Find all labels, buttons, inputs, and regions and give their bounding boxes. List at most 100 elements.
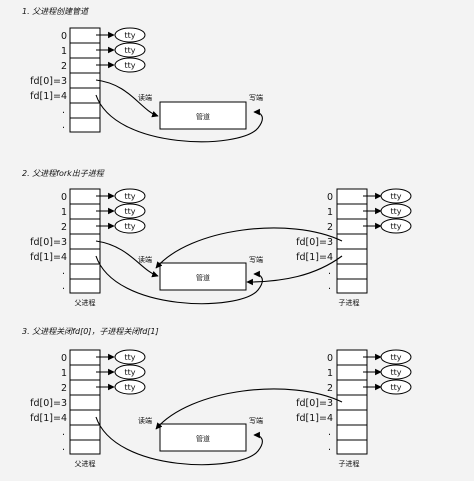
tty-label: tty	[124, 192, 135, 201]
tty-node	[114, 218, 146, 234]
fd-label: fd[0]=3	[296, 237, 333, 248]
arrow	[95, 79, 159, 118]
arrow	[246, 255, 343, 286]
parent-label: 父进程	[75, 459, 96, 468]
fd-cell	[69, 248, 101, 265]
tty-label: tty	[124, 46, 135, 55]
tty-node	[380, 379, 412, 395]
section-3: 3. 父进程关闭fd[0]，子进程关闭fd[1] 0 1 2 fd[0]=3 f…	[22, 327, 412, 468]
fd-cell	[69, 57, 101, 74]
tty-node	[380, 364, 412, 380]
fd-cell	[69, 87, 101, 104]
section-1-title: 1. 父进程创建管道	[22, 7, 89, 16]
fd-cell	[69, 102, 101, 119]
fd-label: 1	[327, 207, 333, 218]
fd-cell	[336, 203, 368, 220]
fd-label: fd[0]=3	[296, 398, 333, 409]
fd-label: fd[1]=4	[30, 413, 67, 424]
tty-label: tty	[124, 353, 135, 362]
fd-cell	[336, 349, 368, 366]
fd-cell	[69, 27, 101, 44]
tty-label: tty	[124, 207, 135, 216]
section-2: 2. 父进程fork出子进程 0 1 2 fd[0]=3 fd[1]=4 . .…	[22, 169, 412, 307]
tty-node	[114, 364, 146, 380]
fd-label: 1	[327, 368, 333, 379]
fd-cell	[336, 379, 368, 396]
tty-node	[380, 203, 412, 219]
parent-fd-table	[69, 27, 101, 133]
ellipsis-dot: .	[62, 427, 65, 438]
tty-node	[380, 349, 412, 365]
fd-label: 2	[327, 222, 333, 233]
arrow	[95, 240, 159, 278]
tty-label: tty	[390, 368, 401, 377]
section-3-title: 3. 父进程关闭fd[0]，子进程关闭fd[1]	[22, 327, 159, 336]
tty-label: tty	[124, 31, 135, 40]
fd-cell	[336, 439, 368, 455]
pipe-label: 管道	[196, 273, 210, 282]
fd-cell	[69, 72, 101, 89]
tty-label: tty	[390, 222, 401, 231]
ellipsis-dot: .	[62, 442, 65, 453]
fd-cell	[69, 278, 101, 294]
parent-label: 父进程	[75, 298, 96, 307]
pipe-box	[159, 423, 247, 452]
ellipsis-dot: .	[328, 442, 331, 453]
fd-cell	[336, 263, 368, 280]
tty-label: tty	[390, 192, 401, 201]
arrow	[95, 94, 263, 143]
fd-cell	[69, 379, 101, 396]
fd-cell	[69, 218, 101, 235]
tty-node	[114, 203, 146, 219]
write-end-label: 写端	[249, 416, 263, 425]
tty-node	[114, 42, 146, 58]
fd-cell	[336, 409, 368, 426]
fd-cell	[69, 42, 101, 59]
tty-label: tty	[124, 61, 135, 70]
fd-label: 2	[61, 61, 67, 72]
section-1: 1. 父进程创建管道 0 1 2 fd[0]=3 fd[1]=4 . . tty…	[22, 7, 263, 143]
ellipsis-dot: .	[328, 427, 331, 438]
child-label: 子进程	[339, 298, 360, 307]
read-end-label: 读端	[138, 255, 152, 264]
read-end-label: 读端	[138, 416, 152, 425]
fd-label: fd[1]=4	[296, 413, 333, 424]
ellipsis-dot: .	[62, 120, 65, 131]
fd-label: 0	[61, 31, 67, 42]
tty-label: tty	[390, 383, 401, 392]
fd-cell	[336, 278, 368, 294]
fd-label: 1	[61, 207, 67, 218]
fd-cell	[69, 117, 101, 133]
fd-cell	[69, 188, 101, 205]
write-end-label: 写端	[249, 93, 263, 102]
tty-label: tty	[124, 368, 135, 377]
ellipsis-dot: .	[328, 281, 331, 292]
tty-label: tty	[390, 207, 401, 216]
fd-label: 0	[327, 353, 333, 364]
fd-label: fd[0]=3	[30, 237, 67, 248]
fd-cell	[69, 349, 101, 366]
fd-cell	[69, 439, 101, 455]
fd-cell	[336, 364, 368, 381]
ellipsis-dot: .	[62, 281, 65, 292]
fd-label: fd[0]=3	[30, 76, 67, 87]
fd-cell	[69, 233, 101, 250]
tty-node	[114, 379, 146, 395]
fd-cell	[69, 203, 101, 220]
fd-label: 2	[61, 222, 67, 233]
child-fd-table	[336, 188, 368, 294]
fd-label: 0	[327, 192, 333, 203]
arrow	[155, 388, 343, 430]
fd-cell	[336, 218, 368, 235]
tty-label: tty	[124, 383, 135, 392]
tty-node	[114, 349, 146, 365]
arrow	[95, 255, 263, 305]
fd-label: 1	[61, 368, 67, 379]
fd-cell	[69, 424, 101, 441]
child-fd-table	[336, 349, 368, 455]
fd-label: 1	[61, 46, 67, 57]
tty-node	[380, 218, 412, 234]
fd-label: 2	[327, 383, 333, 394]
fd-cell	[69, 409, 101, 426]
